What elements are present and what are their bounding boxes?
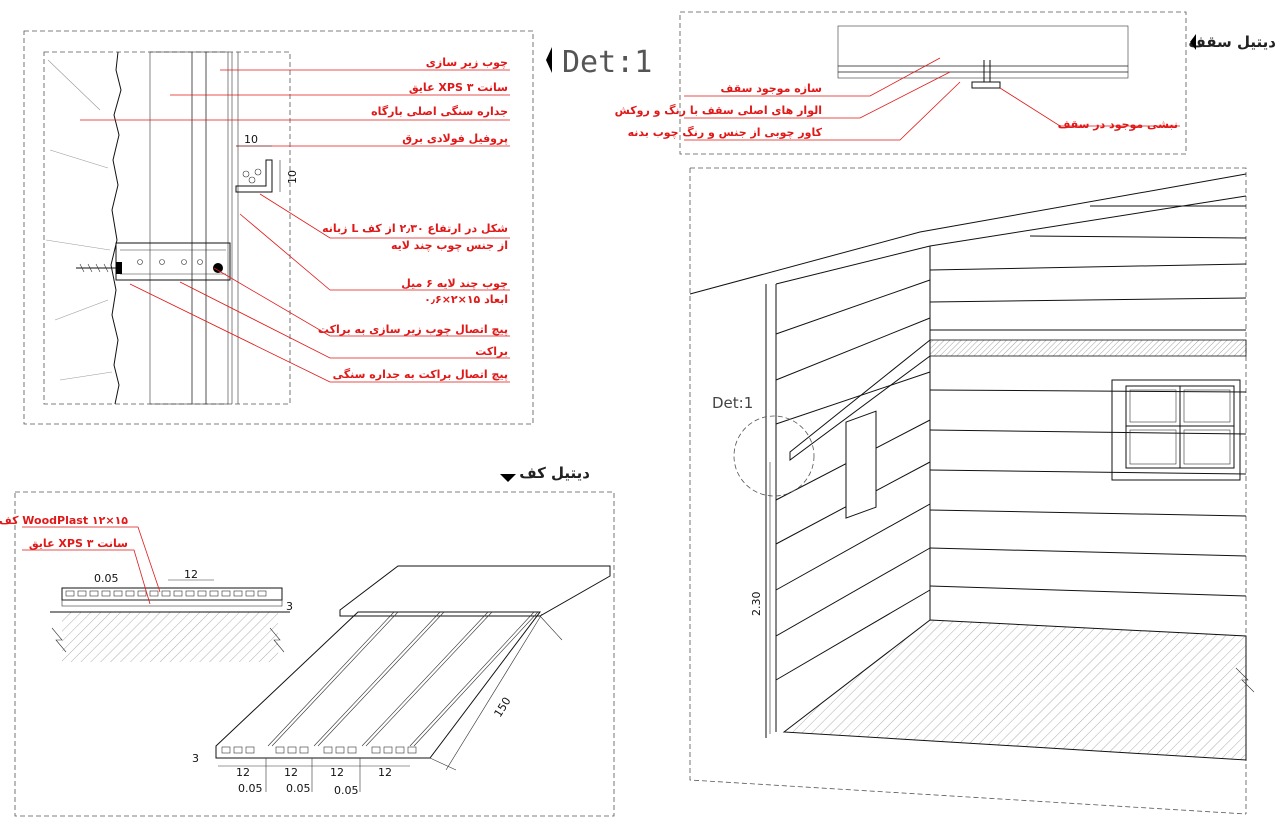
dim-iso-width-3: 12 (330, 766, 344, 779)
svg-text:نبشی موجود در سقف: نبشی موجود در سقف (1058, 118, 1178, 131)
svg-text:زبانه L شکل در ارتفاع ۲٫۳۰ از: زبانه L شکل در ارتفاع ۲٫۳۰ از کف (322, 222, 508, 235)
ceiling-labels: سازه موجود سقف الوار های اصلی سقف با رنگ… (615, 82, 1178, 139)
floor-detail-panel: دیتیل کف کف WoodPlast ۱۲×۱۵ عایق XPS ۳ س… (0, 464, 615, 817)
dim-gap: 0.05 (94, 572, 119, 585)
dim-iso-gap-3: 0.05 (334, 784, 359, 797)
perspective-floor (782, 619, 1247, 761)
floor-leaders (22, 526, 161, 605)
side-opening (845, 410, 877, 519)
svg-text:الوار های اصلی سقف با رنگ و رو: الوار های اصلی سقف با رنگ و روکش (615, 103, 822, 117)
stone-layer (149, 51, 193, 405)
wall-labels: چوب زیر سازی عایق XPS ۳ سانت جداره سنگی … (318, 56, 508, 381)
dim-iso-thickness: 3 (192, 752, 199, 765)
dim-iso-gap-1: 0.05 (238, 782, 263, 795)
dim-board-width: 12 (184, 568, 198, 581)
dim-iso-gap-2: 0.05 (286, 782, 311, 795)
ceiling-detail-panel: سازه موجود سقف الوار های اصلی سقف با رنگ… (615, 11, 1276, 155)
svg-text:جداره سنگی اصلی بارگاه: جداره سنگی اصلی بارگاه (371, 105, 508, 118)
ceiling-leaders (684, 57, 1180, 141)
interior-perspective: Det:1 2.30 (689, 167, 1255, 815)
svg-text:چوب چند لایه ۶ میل: چوب چند لایه ۶ میل (401, 277, 508, 290)
dim-board-length: 150 (492, 695, 514, 720)
wall-leaders (80, 69, 510, 383)
dim-iso-width-4: 12 (378, 766, 392, 779)
wall-detail-frame (23, 30, 534, 425)
floor-label-xps: عایق XPS ۳ سانت (29, 537, 128, 550)
wall-title-marker (546, 47, 552, 73)
rock-wall-edge (110, 51, 122, 405)
dim-board-thickness: 3 (286, 600, 293, 613)
dim-bracket-height: 2.30 (750, 592, 763, 617)
svg-text:پیچ اتصال براکت به جداره سنگی: پیچ اتصال براکت به جداره سنگی (333, 368, 508, 381)
dim-profile-height: 10 (286, 170, 299, 184)
bolt-head (213, 263, 223, 273)
window (1111, 379, 1241, 481)
svg-text:کاور چوبی از جنس و رنگ چوب بدن: کاور چوبی از جنس و رنگ چوب بدنه (628, 125, 823, 139)
dim-iso-width-2: 12 (284, 766, 298, 779)
detail-callout-circle (733, 415, 815, 497)
ceiling-detail-frame (679, 11, 1187, 155)
svg-text:سازه موجود سقف: سازه موجود سقف (721, 82, 822, 95)
svg-text:پروفیل فولادی برق: پروفیل فولادی برق (402, 132, 508, 145)
wall-title: Det:1 (562, 45, 652, 80)
ceiling-angle (971, 60, 1001, 89)
timber-layer (205, 51, 229, 405)
steel-angle-profile (235, 159, 273, 193)
svg-text:ابعاد ۱۵×۲×۰٫۶: ابعاد ۱۵×۲×۰٫۶ (424, 293, 508, 306)
iso-boards (215, 611, 542, 759)
dim-profile-width: 10 (244, 133, 258, 146)
svg-text:چوب زیر سازی: چوب زیر سازی (426, 56, 508, 69)
floor-section-deck (61, 587, 283, 601)
svg-text:براکت: براکت (475, 345, 508, 358)
detail-callout-label: Det:1 (712, 394, 753, 412)
bracket (115, 242, 231, 281)
floor-title: دیتیل کف (519, 464, 590, 482)
ceiling-structure (837, 25, 1129, 67)
dim-iso-width-1: 12 (236, 766, 250, 779)
wall-detail-panel: Det:1 چوب زیر سازی عایق XPS ۳ سانت جداره… (23, 30, 652, 425)
floor-label-deck: کف WoodPlast ۱۲×۱۵ (0, 514, 128, 527)
svg-text:پیچ اتصال چوب زیر سازی به براک: پیچ اتصال چوب زیر سازی به براکت (318, 323, 508, 336)
perspective-frame (689, 167, 1247, 815)
iso-slab (339, 565, 611, 617)
floor-detail-frame (14, 491, 615, 817)
floor-section-base (62, 612, 278, 662)
back-wall-boards (929, 205, 1247, 597)
xps-insulation (191, 51, 207, 405)
svg-text:از جنس چوب چند لایه: از جنس چوب چند لایه (391, 239, 508, 252)
svg-text:عایق XPS ۳ سانت: عایق XPS ۳ سانت (409, 81, 508, 94)
ceiling-title: دیتیل سقف (1188, 33, 1276, 51)
